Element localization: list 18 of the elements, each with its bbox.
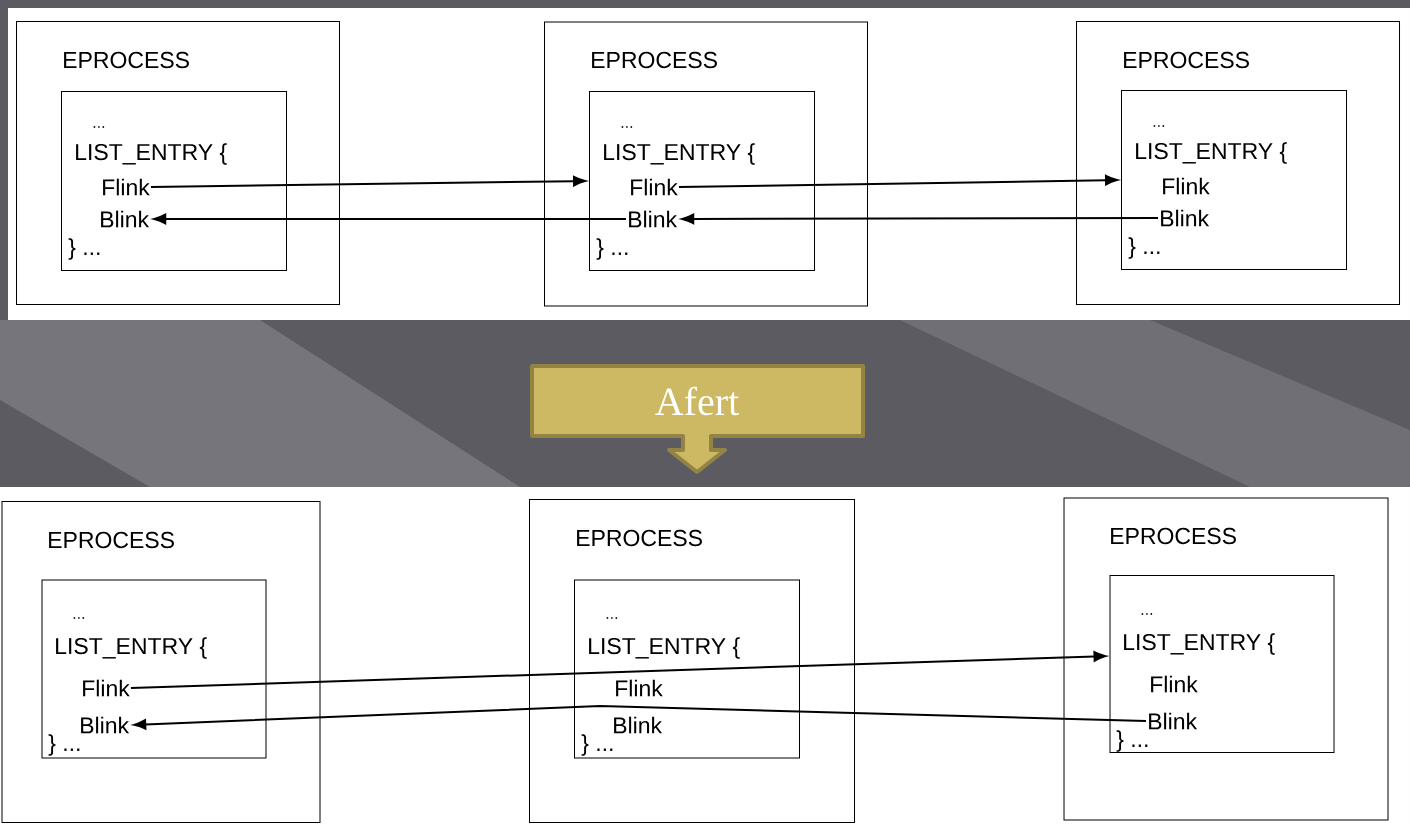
- arrow: [133, 705, 1147, 730]
- field-label: Blink: [614, 716, 663, 734]
- arrow: [677, 175, 1118, 188]
- field-label: Blink: [81, 716, 130, 734]
- field-label: Flink: [616, 679, 663, 697]
- arrow: [129, 651, 1107, 689]
- arrow: [149, 175, 586, 188]
- field-label: Flink: [103, 178, 150, 196]
- field-label: Blink: [629, 210, 678, 228]
- field-label: Blink: [101, 210, 150, 228]
- field-label: Flink: [1163, 177, 1210, 195]
- field-label: Flink: [1151, 675, 1198, 693]
- arrow: [153, 213, 627, 225]
- field-label: Flink: [83, 679, 130, 697]
- field-label: Blink: [1149, 712, 1198, 730]
- arrow: [681, 213, 1159, 225]
- field-label: Blink: [1161, 209, 1210, 227]
- field-label: Flink: [631, 178, 678, 196]
